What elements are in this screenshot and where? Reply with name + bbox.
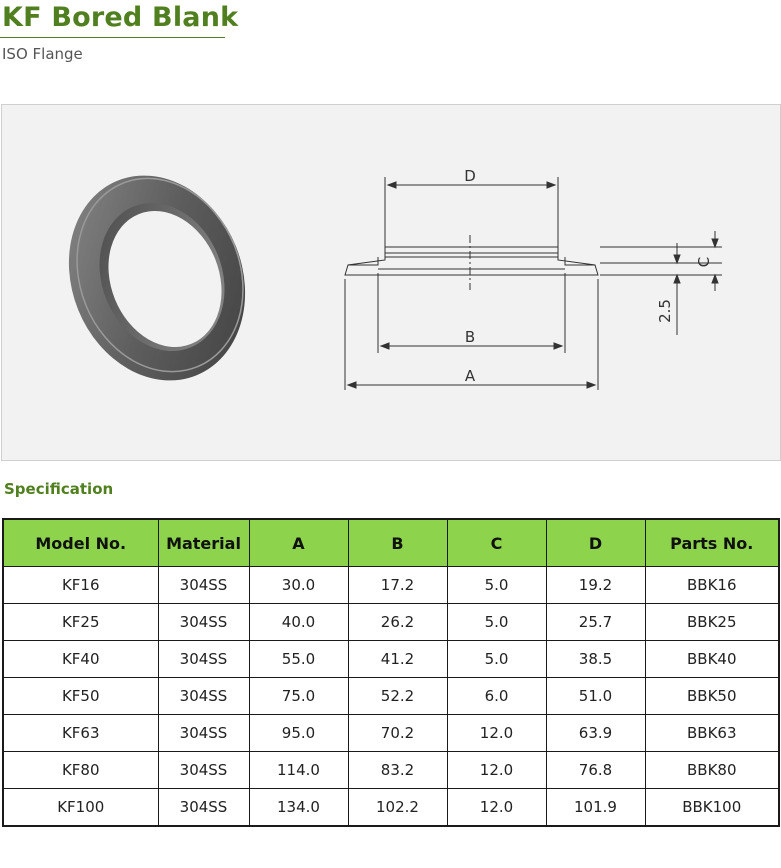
header-parts: Parts No. xyxy=(644,518,780,567)
dimension-c-label: C xyxy=(695,257,713,267)
page-title: KF Bored Blank xyxy=(2,2,239,33)
cell-a: 75.0 xyxy=(248,677,349,715)
cell-b: 41.2 xyxy=(347,640,448,678)
table-row: KF100 304SS 134.0 102.2 12.0 101.9 BBK10… xyxy=(2,788,780,827)
cell-d: 19.2 xyxy=(545,566,646,604)
dimension-thickness-label: 2.5 xyxy=(656,299,674,323)
cell-b: 52.2 xyxy=(347,677,448,715)
cell-b: 17.2 xyxy=(347,566,448,604)
table-row: KF16 304SS 30.0 17.2 5.0 19.2 BBK16 xyxy=(2,566,780,604)
table-row: KF63 304SS 95.0 70.2 12.0 63.9 BBK63 xyxy=(2,714,780,752)
cell-a: 114.0 xyxy=(248,751,349,789)
table-row: KF25 304SS 40.0 26.2 5.0 25.7 BBK25 xyxy=(2,603,780,641)
header-material: Material xyxy=(157,518,250,567)
cell-material: 304SS xyxy=(157,751,250,789)
table-row: KF80 304SS 114.0 83.2 12.0 76.8 BBK80 xyxy=(2,751,780,789)
header-model: Model No. xyxy=(2,518,159,567)
header-d: D xyxy=(545,518,646,567)
header-c: C xyxy=(446,518,547,567)
cell-model: KF40 xyxy=(2,640,159,678)
cell-b: 26.2 xyxy=(347,603,448,641)
cell-c: 5.0 xyxy=(446,566,547,604)
table-row: KF50 304SS 75.0 52.2 6.0 51.0 BBK50 xyxy=(2,677,780,715)
cell-parts: BBK50 xyxy=(644,677,780,715)
cell-d: 51.0 xyxy=(545,677,646,715)
cross-section-drawing xyxy=(344,177,722,390)
dimension-d-label: D xyxy=(464,167,476,185)
cell-model: KF100 xyxy=(2,788,159,827)
cell-c: 5.0 xyxy=(446,640,547,678)
figure-canvas: D B A C 2.5 xyxy=(68,167,722,390)
cell-c: 5.0 xyxy=(446,603,547,641)
cell-c: 12.0 xyxy=(446,714,547,752)
dimension-b-label: B xyxy=(465,328,475,346)
cell-model: KF63 xyxy=(2,714,159,752)
cell-model: KF25 xyxy=(2,603,159,641)
cell-c: 12.0 xyxy=(446,788,547,827)
cell-parts: BBK100 xyxy=(644,788,780,827)
cell-parts: BBK25 xyxy=(644,603,780,641)
cell-material: 304SS xyxy=(157,788,250,827)
cell-c: 6.0 xyxy=(446,677,547,715)
cell-model: KF50 xyxy=(2,677,159,715)
table-row: KF40 304SS 55.0 41.2 5.0 38.5 BBK40 xyxy=(2,640,780,678)
header-a: A xyxy=(248,518,349,567)
cell-material: 304SS xyxy=(157,640,250,678)
cell-parts: BBK80 xyxy=(644,751,780,789)
cell-d: 25.7 xyxy=(545,603,646,641)
spec-table: Model No. Material A B C D Parts No. KF1… xyxy=(2,518,780,827)
cell-b: 102.2 xyxy=(347,788,448,827)
header-b: B xyxy=(347,518,448,567)
cell-model: KF80 xyxy=(2,751,159,789)
cell-model: KF16 xyxy=(2,566,159,604)
cell-d: 76.8 xyxy=(545,751,646,789)
cell-c: 12.0 xyxy=(446,751,547,789)
cell-a: 95.0 xyxy=(248,714,349,752)
cell-a: 55.0 xyxy=(248,640,349,678)
cell-a: 134.0 xyxy=(248,788,349,827)
cell-material: 304SS xyxy=(157,566,250,604)
cell-d: 63.9 xyxy=(545,714,646,752)
dimension-a-label: A xyxy=(465,367,476,385)
cell-a: 30.0 xyxy=(248,566,349,604)
table-header-row: Model No. Material A B C D Parts No. xyxy=(2,518,780,567)
cell-parts: BBK63 xyxy=(644,714,780,752)
title-underline xyxy=(0,37,225,38)
cell-b: 70.2 xyxy=(347,714,448,752)
flange-photo xyxy=(68,175,246,381)
cell-d: 101.9 xyxy=(545,788,646,827)
section-title: Specification xyxy=(4,480,114,498)
cell-material: 304SS xyxy=(157,714,250,752)
product-figure: D B A C 2.5 xyxy=(1,104,781,461)
page-subtitle: ISO Flange xyxy=(2,45,83,63)
cell-material: 304SS xyxy=(157,603,250,641)
cell-material: 304SS xyxy=(157,677,250,715)
cell-d: 38.5 xyxy=(545,640,646,678)
cell-a: 40.0 xyxy=(248,603,349,641)
cell-b: 83.2 xyxy=(347,751,448,789)
cell-parts: BBK16 xyxy=(644,566,780,604)
cell-parts: BBK40 xyxy=(644,640,780,678)
